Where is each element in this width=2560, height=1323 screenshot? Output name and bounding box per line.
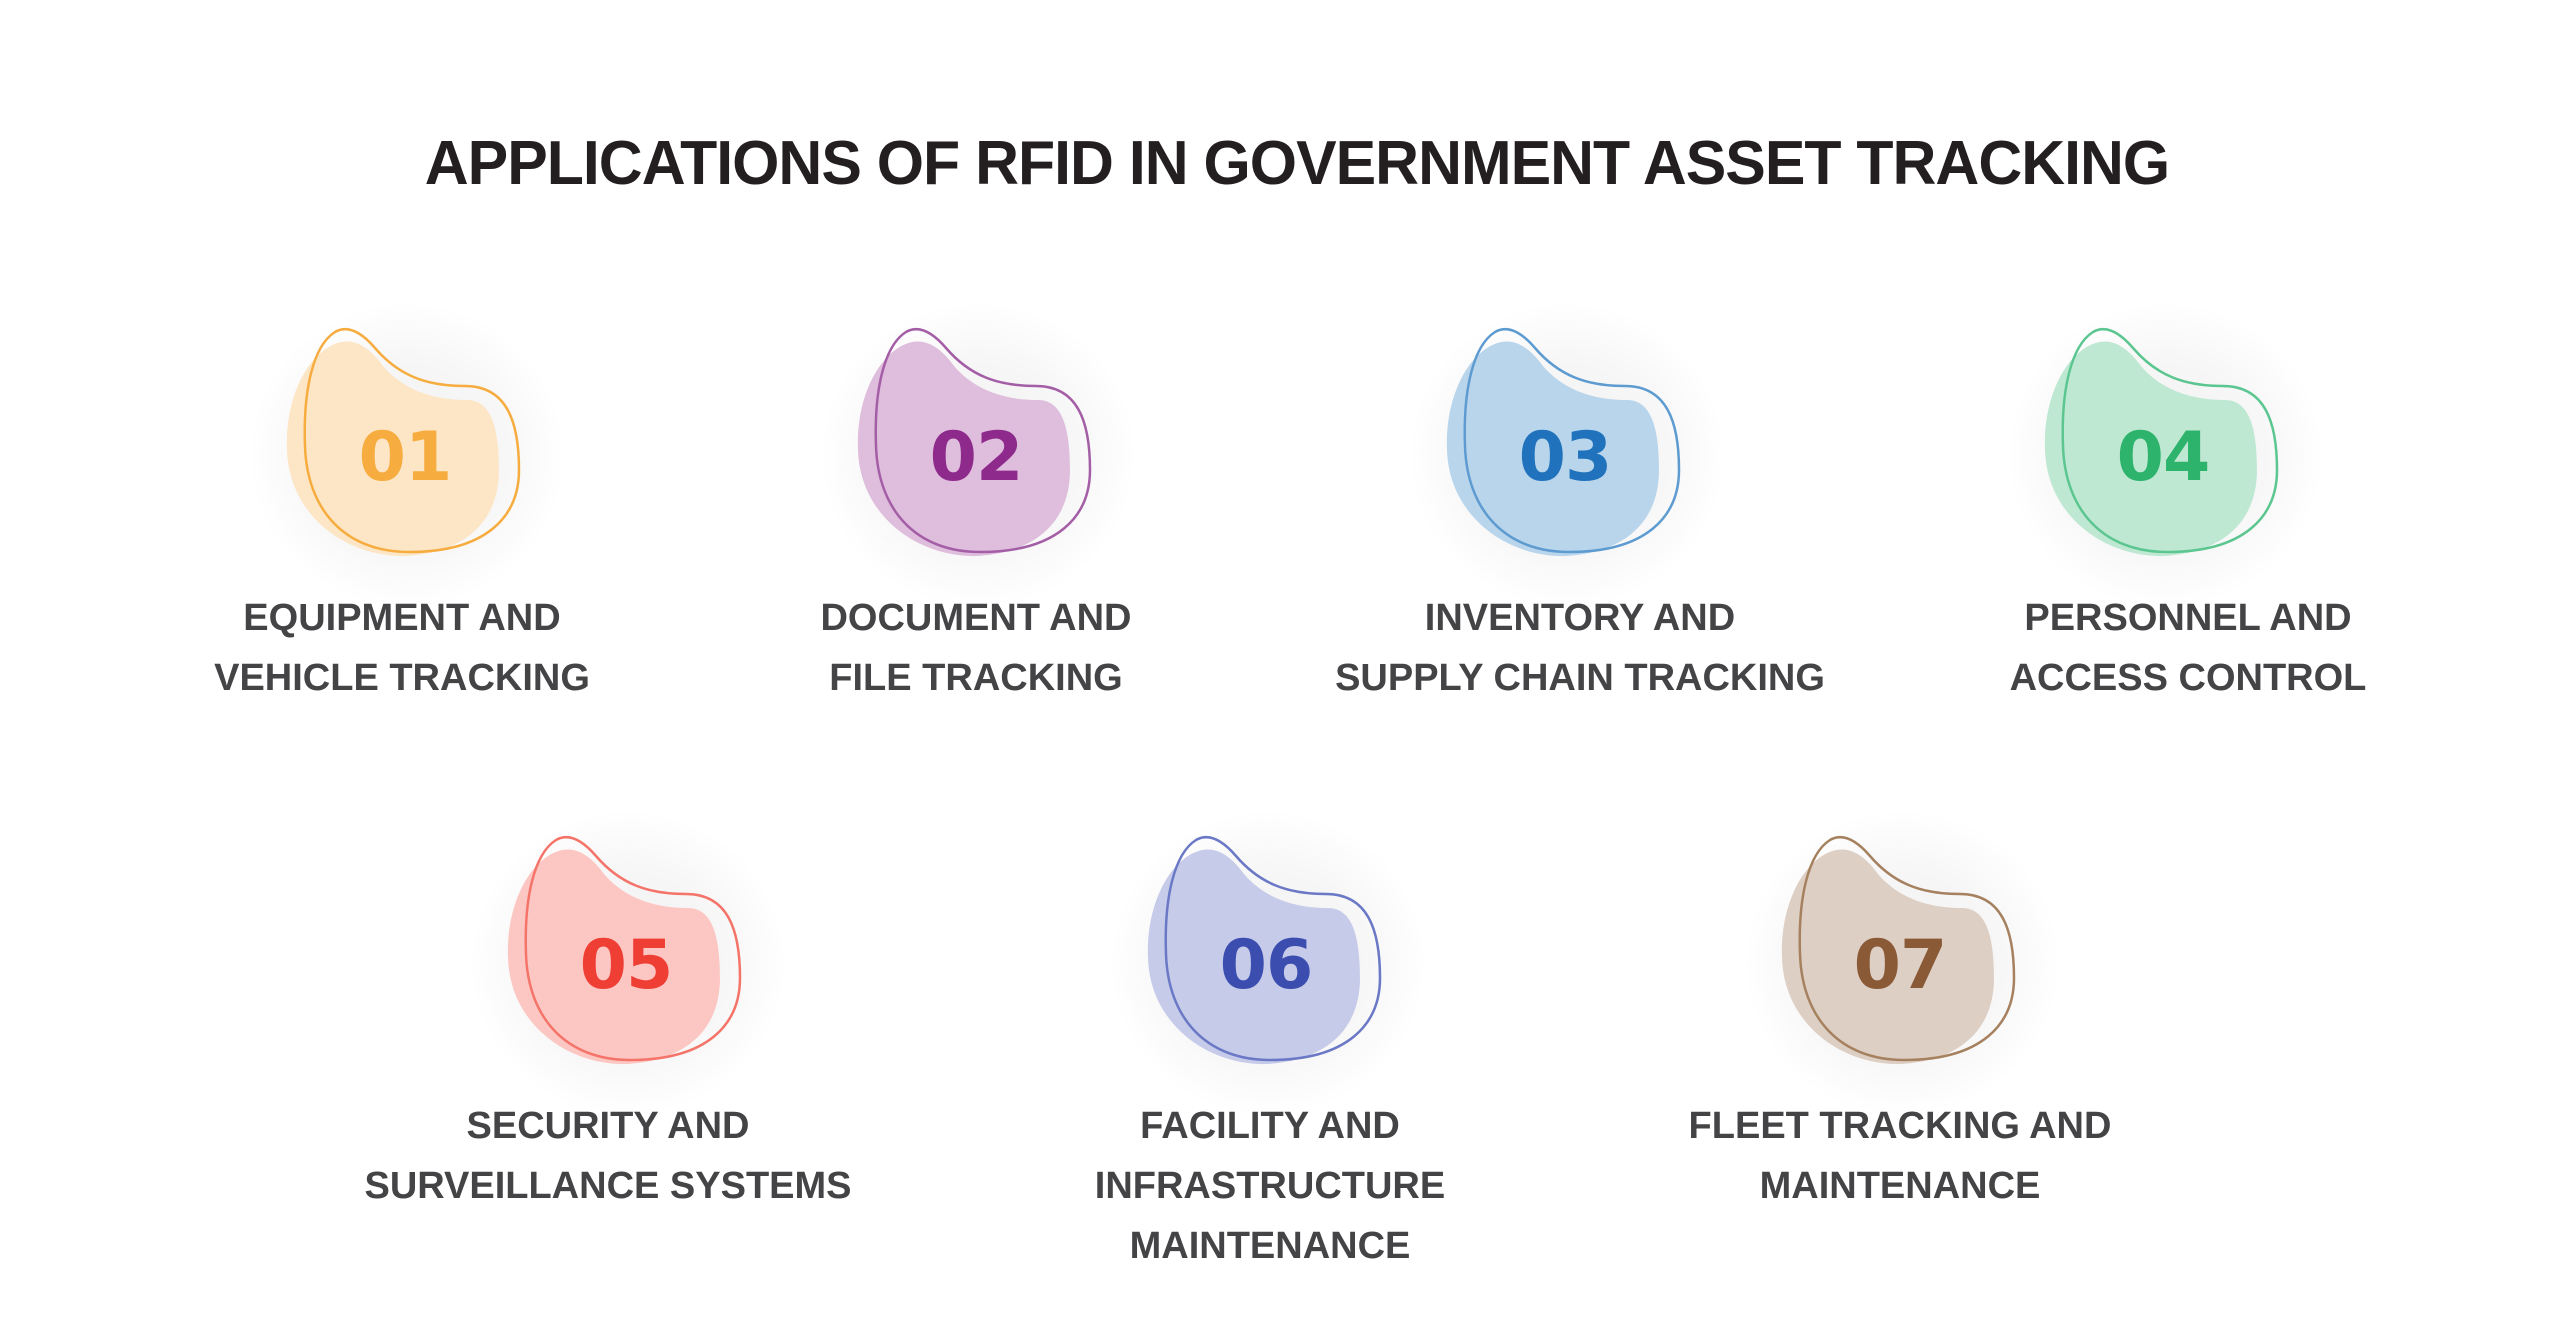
blob-shape-icon [1446, 327, 1681, 557]
item-number: 01 [358, 418, 453, 497]
label-line: ACCESS CONTROL [2009, 657, 2367, 699]
label-line: DOCUMENT AND [820, 597, 1132, 639]
blob-shape-icon [2044, 327, 2279, 557]
item-label: FACILITY AND INFRASTRUCTURE MAINTENANCE [1070, 1096, 1470, 1276]
item-number: 03 [1518, 418, 1613, 497]
label-line: INFRASTRUCTURE [1094, 1165, 1446, 1207]
label-line: MAINTENANCE [1129, 1225, 1411, 1267]
item-label: EQUIPMENT AND VEHICLE TRACKING [202, 588, 602, 708]
label-line: INVENTORY AND [1424, 597, 1736, 639]
number-badge: 02 [818, 300, 1138, 610]
number-badge: 06 [1108, 808, 1428, 1118]
item-label: SECURITY AND SURVEILLANCE SYSTEMS [308, 1096, 908, 1216]
label-line: PERSONNEL AND [2024, 597, 2352, 639]
number-badge: 07 [1742, 808, 2062, 1118]
blob-shape-icon [1147, 835, 1382, 1065]
number-badge: 05 [468, 808, 788, 1118]
blob-shape-icon [286, 327, 521, 557]
blob-shape-icon [857, 327, 1092, 557]
page-title: APPLICATIONS OF RFID IN GOVERNMENT ASSET… [424, 129, 2170, 198]
blob-shape-icon [1781, 835, 2016, 1065]
item-number: 05 [579, 926, 674, 1005]
number-badge: 03 [1407, 300, 1727, 610]
label-line: SURVEILLANCE SYSTEMS [364, 1165, 852, 1207]
number-badge: 01 [247, 300, 567, 610]
label-line: FACILITY AND [1140, 1105, 1400, 1147]
item-label: INVENTORY AND SUPPLY CHAIN TRACKING [1280, 588, 1880, 708]
label-line: VEHICLE TRACKING [214, 657, 590, 699]
item-label: FLEET TRACKING AND MAINTENANCE [1650, 1096, 2150, 1216]
item-label: PERSONNEL AND ACCESS CONTROL [1988, 588, 2388, 708]
label-line: SUPPLY CHAIN TRACKING [1335, 657, 1825, 699]
item-number: 02 [929, 418, 1024, 497]
label-line: SECURITY AND [466, 1105, 750, 1147]
item-number: 07 [1853, 926, 1948, 1005]
label-line: EQUIPMENT AND [243, 597, 561, 639]
item-number: 06 [1219, 926, 1314, 1005]
label-line: MAINTENANCE [1759, 1165, 2041, 1207]
number-badge: 04 [2005, 300, 2325, 610]
blob-shape-icon [507, 835, 742, 1065]
label-line: FLEET TRACKING AND [1688, 1105, 2112, 1147]
item-number: 04 [2116, 418, 2211, 497]
item-label: DOCUMENT AND FILE TRACKING [776, 588, 1176, 708]
label-line: FILE TRACKING [829, 657, 1123, 699]
